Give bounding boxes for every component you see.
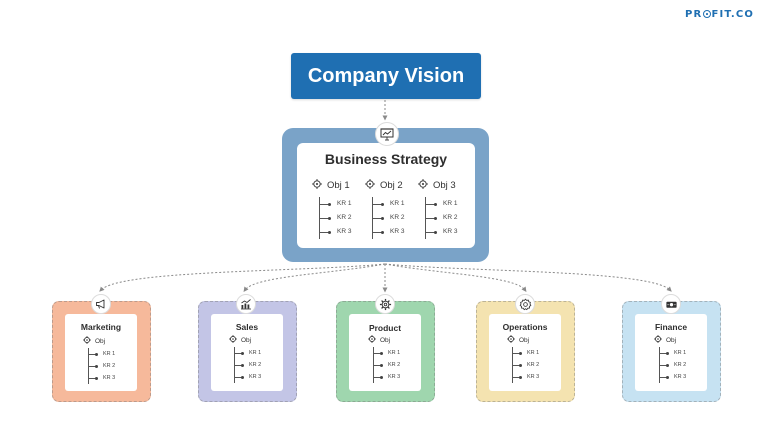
objective-label: Obj [519, 336, 530, 344]
sales-chart-icon [236, 294, 256, 314]
key-result: KR 3 [374, 371, 400, 383]
connector-operations [384, 263, 527, 293]
dept-title-marketing: Marketing [80, 322, 122, 332]
objective-label: Obj 3 [433, 180, 456, 191]
logo-o-mark [702, 10, 711, 18]
key-result: KR 3 [426, 225, 457, 239]
objective-label: Obj [241, 336, 252, 344]
business-strategy-card [297, 143, 475, 248]
dept-objective-operations: Obj KR 1 KR 2 KR 3 [507, 335, 539, 383]
dept-card-sales [211, 314, 283, 391]
key-result: KR 2 [373, 211, 404, 225]
strategy-objective-2: Obj 2 KR 1 KR 2 KR 3 [365, 179, 404, 239]
objective-label: Obj [95, 337, 106, 345]
dept-title-finance: Finance [654, 322, 688, 332]
target-icon [507, 335, 515, 345]
key-results-list: KR 1 KR 2 KR 3 [425, 197, 457, 239]
key-results-list: KR 1 KR 2 KR 3 [372, 197, 404, 239]
target-icon [365, 179, 375, 192]
objective-label: Obj 1 [327, 180, 350, 191]
target-icon [83, 336, 91, 346]
key-result: KR 1 [320, 197, 351, 211]
key-result: KR 2 [426, 211, 457, 225]
dept-card-marketing [65, 314, 137, 391]
dept-objective-product: Obj KR 1 KR 2 KR 3 [368, 335, 400, 383]
target-icon [418, 179, 428, 192]
objective-label: Obj 2 [380, 180, 403, 191]
dept-objective-sales: Obj KR 1 KR 2 KR 3 [229, 335, 261, 383]
megaphone-icon [91, 294, 111, 314]
key-result: KR 2 [235, 359, 261, 371]
key-result: KR 2 [89, 360, 115, 372]
key-result: KR 1 [89, 348, 115, 360]
key-result: KR 2 [660, 359, 686, 371]
key-results-list: KR 1 KR 2 KR 3 [659, 347, 686, 383]
dept-title-product: Product [368, 323, 402, 333]
key-results-list: KR 1 KR 2 KR 3 [512, 347, 539, 383]
target-icon [312, 179, 322, 192]
dept-title-sales: Sales [235, 322, 259, 332]
key-result: KR 1 [660, 347, 686, 359]
dept-title-operations: Operations [502, 322, 548, 332]
connector-finance [384, 263, 672, 292]
settings-icon [515, 294, 535, 314]
dept-objective-marketing: Obj KR 1 KR 2 KR 3 [83, 336, 115, 384]
objective-label: Obj [380, 336, 391, 344]
key-result: KR 2 [374, 359, 400, 371]
key-results-list: KR 1 KR 2 KR 3 [319, 197, 351, 239]
key-result: KR 1 [513, 347, 539, 359]
key-result: KR 3 [89, 372, 115, 384]
strategy-objective-3: Obj 3 KR 1 KR 2 KR 3 [418, 179, 457, 239]
connector-sales [243, 263, 386, 293]
target-icon [654, 335, 662, 345]
dept-card-operations [489, 314, 561, 391]
key-result: KR 1 [373, 197, 404, 211]
key-result: KR 1 [374, 347, 400, 359]
key-result: KR 2 [320, 211, 351, 225]
company-vision-title: Company Vision [307, 64, 465, 87]
connector-marketing [99, 263, 386, 292]
company-vision-box: Company Vision [291, 53, 481, 99]
key-results-list: KR 1 KR 2 KR 3 [373, 347, 400, 383]
key-result: KR 3 [513, 371, 539, 383]
key-result: KR 3 [235, 371, 261, 383]
key-result: KR 1 [235, 347, 261, 359]
dept-objective-finance: Obj KR 1 KR 2 KR 3 [654, 335, 686, 383]
key-result: KR 3 [660, 371, 686, 383]
money-icon [661, 294, 681, 314]
key-result: KR 2 [513, 359, 539, 371]
key-result: KR 3 [373, 225, 404, 239]
objective-label: Obj [666, 336, 677, 344]
key-result: KR 1 [426, 197, 457, 211]
key-results-list: KR 1 KR 2 KR 3 [234, 347, 261, 383]
business-strategy-title: Business Strategy [324, 151, 448, 167]
dept-card-finance [635, 314, 707, 391]
target-icon [368, 335, 376, 345]
key-results-list: KR 1 KR 2 KR 3 [88, 348, 115, 384]
target-icon [229, 335, 237, 345]
key-result: KR 3 [320, 225, 351, 239]
strategy-objective-1: Obj 1 KR 1 KR 2 KR 3 [312, 179, 351, 239]
dept-card-product [349, 314, 421, 391]
presentation-chart-icon [375, 122, 399, 146]
gear-icon [375, 294, 395, 314]
